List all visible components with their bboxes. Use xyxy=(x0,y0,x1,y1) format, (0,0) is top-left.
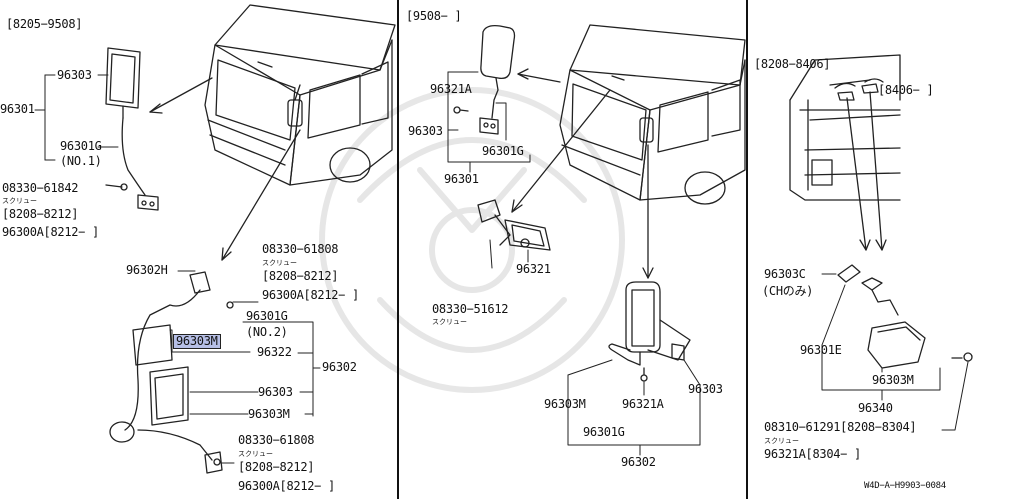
screw2-kana: スクリュー xyxy=(262,259,297,267)
screw-code-right: 08310−61291[8208−8304] xyxy=(764,420,917,434)
van-front-left xyxy=(204,4,396,186)
part-96301G-label: 96301G xyxy=(60,139,102,153)
date-range-a-right: [8208−8406] xyxy=(754,57,831,71)
part-96301G-no2-label: 96301G xyxy=(246,309,288,323)
screw-kana-left: スクリュー xyxy=(2,197,37,205)
van-front-middle xyxy=(559,24,746,205)
leader-arrow-4 xyxy=(511,89,611,213)
part-96303M-lower-label: 96303M xyxy=(248,407,290,421)
part-96302H-label: 96302H xyxy=(126,263,168,277)
part-96321A-label: 96321A xyxy=(430,82,472,96)
screw3-range: [8208−8212] xyxy=(238,460,315,474)
highlighted-part-96303M[interactable]: 96303M xyxy=(173,334,221,349)
van-rear-right xyxy=(789,54,901,201)
part-96302-middle-label: 96302 xyxy=(621,455,656,469)
part-96303-middle-label: 96303 xyxy=(408,124,443,138)
part-96301-label: 96301 xyxy=(0,102,35,116)
mirror-large-middle xyxy=(608,281,691,382)
screw2-alt: 96300A[8212− ] xyxy=(262,288,359,302)
screw-alt-left: 96300A[8212− ] xyxy=(2,225,99,239)
mirror-upper-middle xyxy=(453,24,516,135)
watermark-emblem xyxy=(319,87,625,393)
screw2-range: [8208−8212] xyxy=(262,269,339,283)
date-range-top-middle: [9508− ] xyxy=(406,9,462,23)
mirror-fender-middle xyxy=(477,199,551,251)
screw-range-left: [8208−8212] xyxy=(2,207,79,221)
ch-only-label: (CHのみ) xyxy=(762,284,814,298)
part-96303-lower-label: 96303 xyxy=(258,385,293,399)
part-96301-middle-label: 96301 xyxy=(444,172,479,186)
callout-lines-lower-left xyxy=(169,270,321,464)
leader-arrow-3 xyxy=(517,73,561,83)
no2-label: (NO.2) xyxy=(246,325,288,339)
screw3-kana: スクリュー xyxy=(238,450,273,458)
screw-code-left: 08330−61842 xyxy=(2,181,79,195)
screw-code-middle: 08330−51612 xyxy=(432,302,509,316)
mirror-rod-assembly-left xyxy=(109,271,234,474)
part-96321A-right-label: 96321A[8304− ] xyxy=(764,447,861,461)
date-range-top-left: [8205−9508] xyxy=(6,17,83,31)
leader-arrow-2 xyxy=(221,129,301,261)
leader-arrows-right xyxy=(846,91,887,251)
part-96321A-lower-label: 96321A xyxy=(622,397,664,411)
callout-lines-right xyxy=(821,273,969,431)
mirror-upper-left xyxy=(105,47,159,211)
part-96303M-middle-label: 96303M xyxy=(544,397,586,411)
panel-divider-1 xyxy=(397,0,399,499)
part-96301E-label: 96301E xyxy=(800,343,842,357)
panel-divider-2 xyxy=(746,0,748,499)
part-96303-label: 96303 xyxy=(57,68,92,82)
screw-kana-middle: スクリュー xyxy=(432,318,467,326)
part-96321-label: 96321 xyxy=(516,262,551,276)
no1-label: (NO.1) xyxy=(60,154,102,168)
footer-code: W4D−A−H9903−0084 xyxy=(864,481,946,491)
leader-arrow-1 xyxy=(149,77,213,113)
date-range-b-right: [8406− ] xyxy=(878,83,934,97)
callout-lines-middle xyxy=(447,71,701,456)
part-96302-label: 96302 xyxy=(322,360,357,374)
screw3-alt: 96300A[8212− ] xyxy=(238,479,335,493)
part-96322-label: 96322 xyxy=(257,345,292,359)
part-96303-middle-lower-label: 96303 xyxy=(688,382,723,396)
part-96340-label: 96340 xyxy=(858,401,893,415)
callout-brackets-left xyxy=(34,74,119,161)
screw2-code: 08330−61808 xyxy=(262,242,339,256)
part-96303C-label: 96303C xyxy=(764,267,806,281)
screw3-code: 08330−61808 xyxy=(238,433,315,447)
part-96301G-middle-lower-label: 96301G xyxy=(583,425,625,439)
screw-kana-right: スクリュー xyxy=(764,437,799,445)
part-96301G-middle-label: 96301G xyxy=(482,144,524,158)
part-96303M-right-label: 96303M xyxy=(872,373,914,387)
lamp-assembly-right xyxy=(837,264,973,369)
